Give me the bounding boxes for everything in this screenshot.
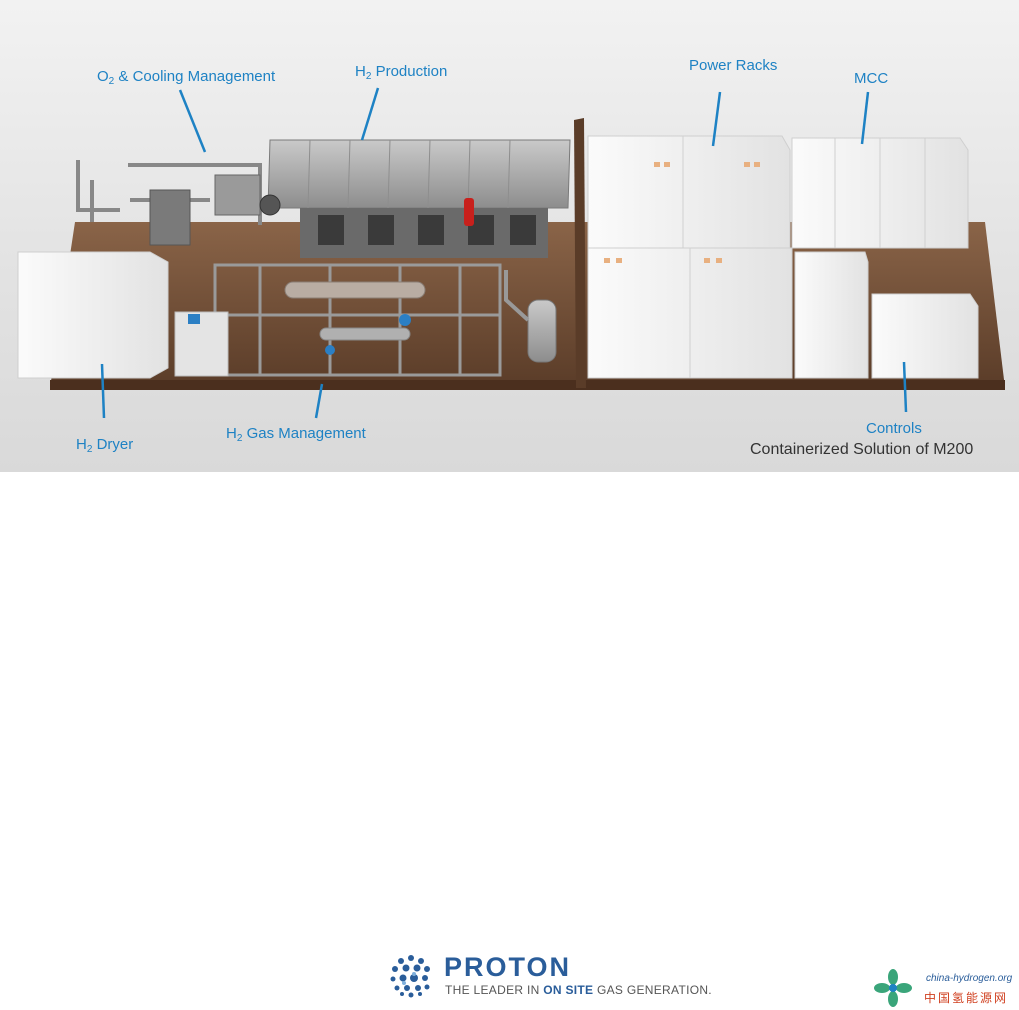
o2-cooling-equipment	[76, 160, 281, 246]
leader-h2-production	[360, 87, 380, 141]
leader-mcc	[860, 91, 870, 145]
mcc-cabinet	[791, 137, 969, 249]
leader-h2-gas	[314, 383, 324, 419]
label-controls: Controls	[866, 420, 922, 437]
controls-cabinet	[794, 251, 979, 379]
label-h2-dryer: H2 Dryer	[76, 436, 134, 455]
label-power-racks: Power Racks	[689, 57, 778, 74]
power-rack-cabinets	[587, 135, 793, 379]
h2-gas-management-skid	[213, 263, 502, 377]
caption: Containerized Solution of M200	[750, 441, 974, 458]
label-o2-cooling: O2 & Cooling Management	[97, 68, 276, 87]
leader-power-racks	[711, 91, 722, 147]
brand-tagline: THE LEADER IN ON SITE GAS GENERATION.	[445, 983, 712, 997]
container-illustration	[17, 87, 1005, 419]
watermark-url: china-hydrogen.org	[926, 973, 1013, 984]
separator-vessel	[504, 270, 557, 363]
diagram-stage: O2 & Cooling Management H2 Production Po…	[0, 0, 1019, 472]
label-mcc: MCC	[854, 70, 889, 87]
brand-name: PROTON	[444, 952, 572, 982]
partition-wall	[574, 118, 586, 388]
label-h2-production: H2 Production	[355, 63, 448, 82]
h2-dryer-cabinet	[17, 251, 229, 379]
leader-controls	[902, 361, 908, 413]
leader-h2-dryer	[100, 363, 106, 419]
footer: PROTON THE LEADER IN ON SITE GAS GENERAT…	[0, 472, 1019, 1007]
label-h2-gas-management: H2 Gas Management	[226, 425, 366, 444]
h2-production-stack	[267, 139, 571, 258]
dotted-sphere-icon	[390, 955, 430, 998]
green-leaf-icon	[874, 969, 912, 1007]
watermark-chinese: 中国氢能源网	[924, 991, 1009, 1005]
floor-edge	[50, 380, 1005, 390]
leader-o2-cooling	[178, 89, 207, 153]
